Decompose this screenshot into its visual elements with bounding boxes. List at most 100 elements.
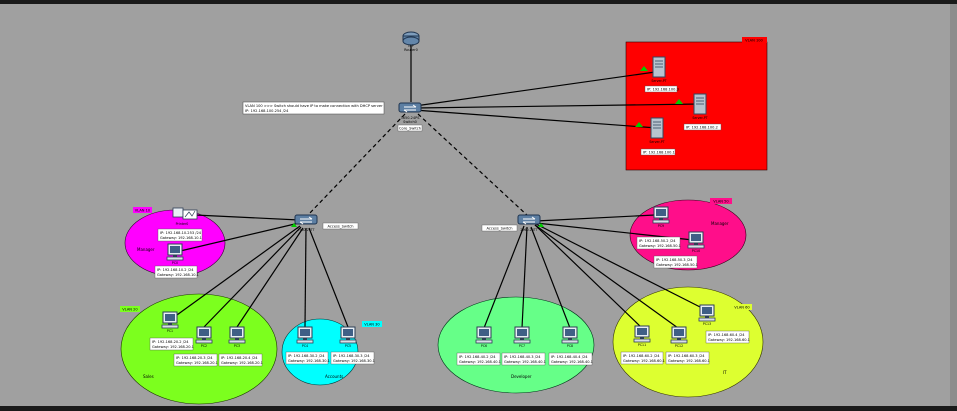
pc4-icon[interactable] xyxy=(296,326,314,344)
server3-ip: IP: 192.168.100.1 xyxy=(643,151,675,155)
port-status-markers xyxy=(291,66,683,227)
router-isp[interactable] xyxy=(402,31,420,46)
pc3-ip-bg xyxy=(218,353,263,367)
router-sub-label: Router0 xyxy=(404,48,418,52)
pc13-gateway: Gateway: 192.168.60.1 xyxy=(708,338,750,342)
vlan-sales-area[interactable] xyxy=(120,293,278,405)
pc12-label: PC12 xyxy=(675,344,683,348)
vlan-accounts-tag-bg xyxy=(362,321,382,327)
vlan-developer-name: Developer xyxy=(511,374,532,379)
note-line2: IP: 192.168.100.254 /24 xyxy=(245,109,289,113)
server2-label: Server-PT xyxy=(692,116,707,120)
server3-label: Server-PT xyxy=(649,140,664,144)
vlan-it-tag: VLAN 60 xyxy=(734,306,750,310)
pc4-gateway: Gateway: 192.168.30.1 xyxy=(288,359,330,363)
link-core-server3 xyxy=(413,109,658,129)
link-la-pc1 xyxy=(169,225,301,321)
core-switch-name-bg xyxy=(397,124,423,132)
pc13-icon[interactable] xyxy=(698,304,716,322)
pc13-label: PC13 xyxy=(703,322,711,326)
vertical-scrollbar[interactable] xyxy=(950,4,957,406)
right-access-switch-name-bg xyxy=(481,224,518,232)
pc0-ip-bg xyxy=(154,265,198,279)
pc4-label: PC4 xyxy=(302,344,308,348)
server1-icon[interactable] xyxy=(652,56,666,78)
vlan-manager-left-name: Manager xyxy=(137,247,155,252)
pc5-gateway: Gateway: 192.168.30.1 xyxy=(333,359,375,363)
link-la-printer xyxy=(194,214,300,221)
pc3-icon[interactable] xyxy=(228,326,246,344)
pc1-gateway: Gateway: 192.168.20.1 xyxy=(152,345,194,349)
link-la-pc5 xyxy=(308,227,349,328)
vlan-sales-name: Sales xyxy=(143,374,154,379)
link-ra-pc13 xyxy=(535,223,707,311)
pc1-icon[interactable] xyxy=(161,311,179,329)
pc0-ip: IP: 192.168.10.2 /24 xyxy=(157,268,194,272)
right-access-switch[interactable] xyxy=(517,214,541,225)
pc12-icon[interactable] xyxy=(670,326,688,344)
pc4-ip-bg xyxy=(285,351,329,365)
pc2-gateway: Gateway: 192.168.20.1 xyxy=(176,361,218,365)
pc12-gateway: Gateway: 192.168.60.1 xyxy=(668,359,710,363)
vlan-manager-right-tag: VLAN 50 xyxy=(713,200,729,204)
pc9-icon[interactable] xyxy=(652,206,670,224)
right-access-switch-model: 2960-24TT xyxy=(520,228,537,232)
server3-icon[interactable] xyxy=(650,117,664,139)
pc6-ip-bg xyxy=(456,352,501,366)
server3-ip-bg xyxy=(640,148,676,156)
link-ra-pc8 xyxy=(530,226,571,329)
pc0-icon[interactable] xyxy=(166,243,184,261)
vlan-server-tag-bg xyxy=(742,37,767,43)
pc5-icon[interactable] xyxy=(339,326,357,344)
left-access-switch-name: Access_Switch xyxy=(328,225,354,229)
note-line1: VLAN 100 >>> Switch should have IP to ma… xyxy=(245,104,383,108)
pc0-gateway: Gateway: 192.168.10.1 xyxy=(157,273,199,277)
pc13-ip-bg xyxy=(705,330,750,344)
vlan-accounts-name: Accounts xyxy=(325,374,343,379)
pc9-label: PC9 xyxy=(658,224,664,228)
pc1-label: PC1 xyxy=(167,329,173,333)
pc10-gateway: Gateway: 192.168.50.1 xyxy=(656,263,698,267)
pc12-ip-bg xyxy=(665,351,710,365)
vlan-sales-tag: VLAN 20 xyxy=(122,308,138,312)
link-ra-pc9 xyxy=(535,214,656,222)
core-switch[interactable] xyxy=(398,102,422,113)
server2-icon[interactable] xyxy=(693,93,707,115)
pc1-ip: IP: 192.168.20.2 /24 xyxy=(152,340,189,344)
note-box[interactable] xyxy=(242,101,385,115)
pc2-ip: IP: 192.168.20.3 /24 xyxy=(176,356,213,360)
pc7-icon[interactable] xyxy=(513,326,531,344)
left-access-switch[interactable] xyxy=(294,214,318,225)
pc2-label: PC2 xyxy=(201,344,207,348)
pc11-icon[interactable] xyxy=(633,325,651,343)
vlan-it-area[interactable] xyxy=(612,286,764,398)
pc8-icon[interactable] xyxy=(561,326,579,344)
pc11-label: PC11 xyxy=(638,343,646,347)
pc5-ip-bg xyxy=(330,351,375,365)
link-ra-pc11 xyxy=(534,224,643,329)
right-access-switch-name: Access_Switch xyxy=(487,227,513,231)
server1-label: Server-PT xyxy=(651,79,666,83)
vlan-manager-left-tag-bg xyxy=(133,207,152,213)
pc5-ip: IP: 192.168.30.3 /24 xyxy=(333,354,370,358)
pc7-ip-bg xyxy=(501,352,546,366)
pc1-ip-bg xyxy=(149,337,194,351)
vlan-accounts-tag: VLAN 30 xyxy=(364,323,380,327)
pc9-gateway: Gateway: 192.168.50.1 xyxy=(639,244,681,248)
pc8-ip-bg xyxy=(548,352,593,366)
link-la-pc4 xyxy=(304,227,307,328)
printer-icon[interactable] xyxy=(172,207,198,220)
pc2-icon[interactable] xyxy=(195,326,213,344)
pc3-gateway: Gateway: 192.168.20.1 xyxy=(221,361,263,365)
port-up-marker xyxy=(675,99,683,104)
link-ra-pc6 xyxy=(483,225,525,329)
pc7-label: PC7 xyxy=(519,344,525,348)
pc6-icon[interactable] xyxy=(475,326,493,344)
port-up-marker xyxy=(538,223,544,227)
vlan-developer-area[interactable] xyxy=(437,296,595,394)
pc10-ip: IP: 192.168.50.3 /24 xyxy=(656,258,693,262)
pc10-icon[interactable] xyxy=(687,231,705,249)
pc3-ip: IP: 192.168.20.4 /24 xyxy=(221,356,258,360)
port-up-marker xyxy=(640,66,648,71)
